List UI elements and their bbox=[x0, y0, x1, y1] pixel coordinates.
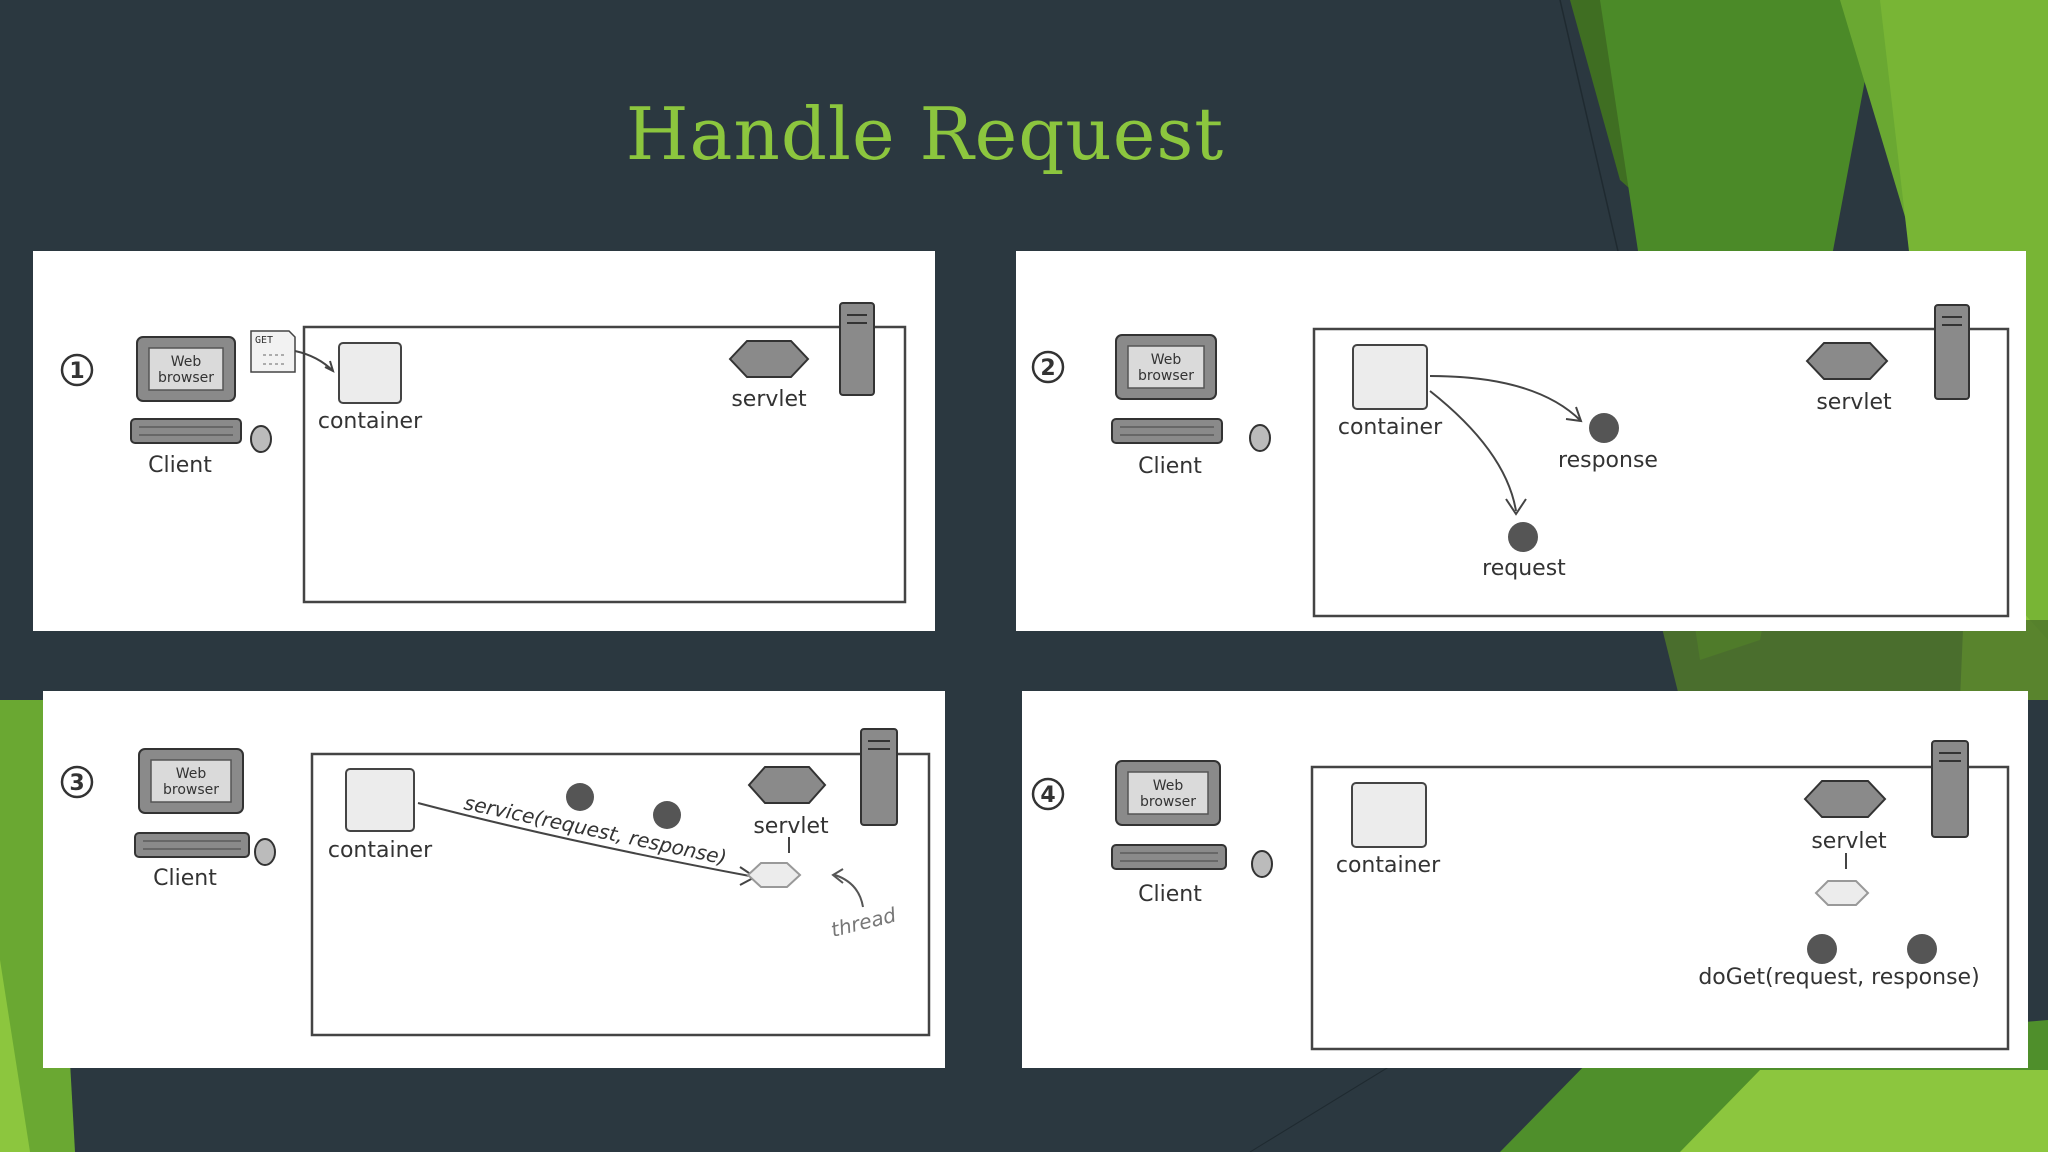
thread-pointer-arrow bbox=[834, 874, 864, 908]
response-object-dot bbox=[653, 801, 681, 829]
server-boundary bbox=[1312, 327, 2010, 618]
container-label: container bbox=[1336, 853, 1441, 878]
container-icon bbox=[345, 768, 415, 832]
thread-label: thread bbox=[828, 903, 898, 942]
response-label: response bbox=[1558, 448, 1658, 473]
step-badge bbox=[1031, 777, 1065, 811]
screen-text-line1: Web bbox=[176, 766, 207, 782]
server-tower-icon bbox=[839, 302, 875, 396]
server-tower-icon bbox=[1934, 304, 1970, 400]
container-label: container bbox=[1338, 415, 1443, 440]
screen-text-line2: browser bbox=[163, 782, 219, 798]
diagram-panel-2: 2 Web browser Client container response … bbox=[1016, 251, 2026, 631]
panel-1-drawing: 1 Web browser Client GET container se bbox=[60, 302, 907, 604]
step-number: 1 bbox=[69, 359, 84, 384]
servlet-label: servlet bbox=[1816, 390, 1892, 415]
step-number: 3 bbox=[69, 771, 84, 796]
screen-text-line2: browser bbox=[158, 370, 214, 386]
diagram-panel-3: 3 Web browser Client container service(r… bbox=[43, 691, 945, 1068]
client-label: Client bbox=[153, 866, 217, 891]
panel-2-drawing: 2 Web browser Client container response … bbox=[1031, 304, 2010, 618]
get-note-text: GET bbox=[255, 335, 273, 346]
client-computer-icon: Web browser bbox=[130, 336, 272, 453]
step-badge bbox=[1031, 350, 1065, 384]
server-tower-icon bbox=[860, 728, 898, 826]
server-boundary bbox=[1310, 765, 2010, 1051]
request-object-dot bbox=[1508, 522, 1538, 552]
client-computer-icon: Web browser bbox=[1111, 334, 1271, 452]
screen-text-line1: Web bbox=[171, 354, 202, 370]
client-computer-icon: Web browser bbox=[1111, 760, 1273, 878]
service-call-label: service(request, response) bbox=[462, 790, 729, 869]
container-label: container bbox=[318, 409, 423, 434]
servlet-icon bbox=[1805, 342, 1889, 380]
server-tower-icon bbox=[1931, 740, 1969, 838]
client-label: Client bbox=[1138, 454, 1202, 479]
servlet-label: servlet bbox=[1811, 829, 1887, 854]
client-label: Client bbox=[148, 453, 212, 478]
server-boundary bbox=[302, 325, 907, 604]
thread-icon bbox=[1814, 880, 1870, 906]
request-object-dot bbox=[566, 783, 594, 811]
page-title: Handle Request bbox=[625, 92, 1225, 176]
container-icon bbox=[1352, 344, 1428, 410]
container-icon bbox=[338, 342, 402, 404]
container-icon bbox=[1351, 782, 1427, 848]
response-arrow bbox=[1429, 375, 1582, 422]
step-badge bbox=[60, 765, 94, 799]
screen-text-line1: Web bbox=[1153, 778, 1184, 794]
servlet-label: servlet bbox=[731, 387, 807, 412]
step-number: 2 bbox=[1040, 356, 1055, 381]
step-number: 4 bbox=[1040, 783, 1055, 808]
diagram-panel-4: 4 Web browser Client container servlet d… bbox=[1022, 691, 2028, 1068]
panel-3-drawing: 3 Web browser Client container service(r… bbox=[60, 728, 931, 1037]
client-computer-icon: Web browser bbox=[134, 748, 276, 866]
panel-4-drawing: 4 Web browser Client container servlet d… bbox=[1031, 740, 2010, 1051]
response-object-dot bbox=[1907, 934, 1937, 964]
servlet-icon bbox=[728, 340, 810, 378]
doget-call-label: doGet(request, response) bbox=[1698, 965, 1979, 990]
container-label: container bbox=[328, 838, 433, 863]
servlet-icon bbox=[1803, 780, 1887, 818]
thread-icon bbox=[746, 862, 802, 888]
server-boundary bbox=[310, 752, 931, 1037]
service-call-arrow bbox=[417, 802, 756, 878]
request-object-dot bbox=[1807, 934, 1837, 964]
screen-text-line2: browser bbox=[1140, 794, 1196, 810]
get-request-note-icon: GET bbox=[250, 330, 296, 373]
servlet-label: servlet bbox=[753, 814, 829, 839]
screen-text-line2: browser bbox=[1138, 368, 1194, 384]
diagram-panel-1: 1 Web browser Client GET container se bbox=[33, 251, 935, 631]
request-arrow bbox=[1429, 390, 1517, 512]
client-label: Client bbox=[1138, 882, 1202, 907]
step-badge bbox=[60, 353, 94, 387]
servlet-icon bbox=[747, 766, 827, 804]
screen-text-line1: Web bbox=[1151, 352, 1182, 368]
request-label: request bbox=[1482, 556, 1566, 581]
response-object-dot bbox=[1589, 413, 1619, 443]
